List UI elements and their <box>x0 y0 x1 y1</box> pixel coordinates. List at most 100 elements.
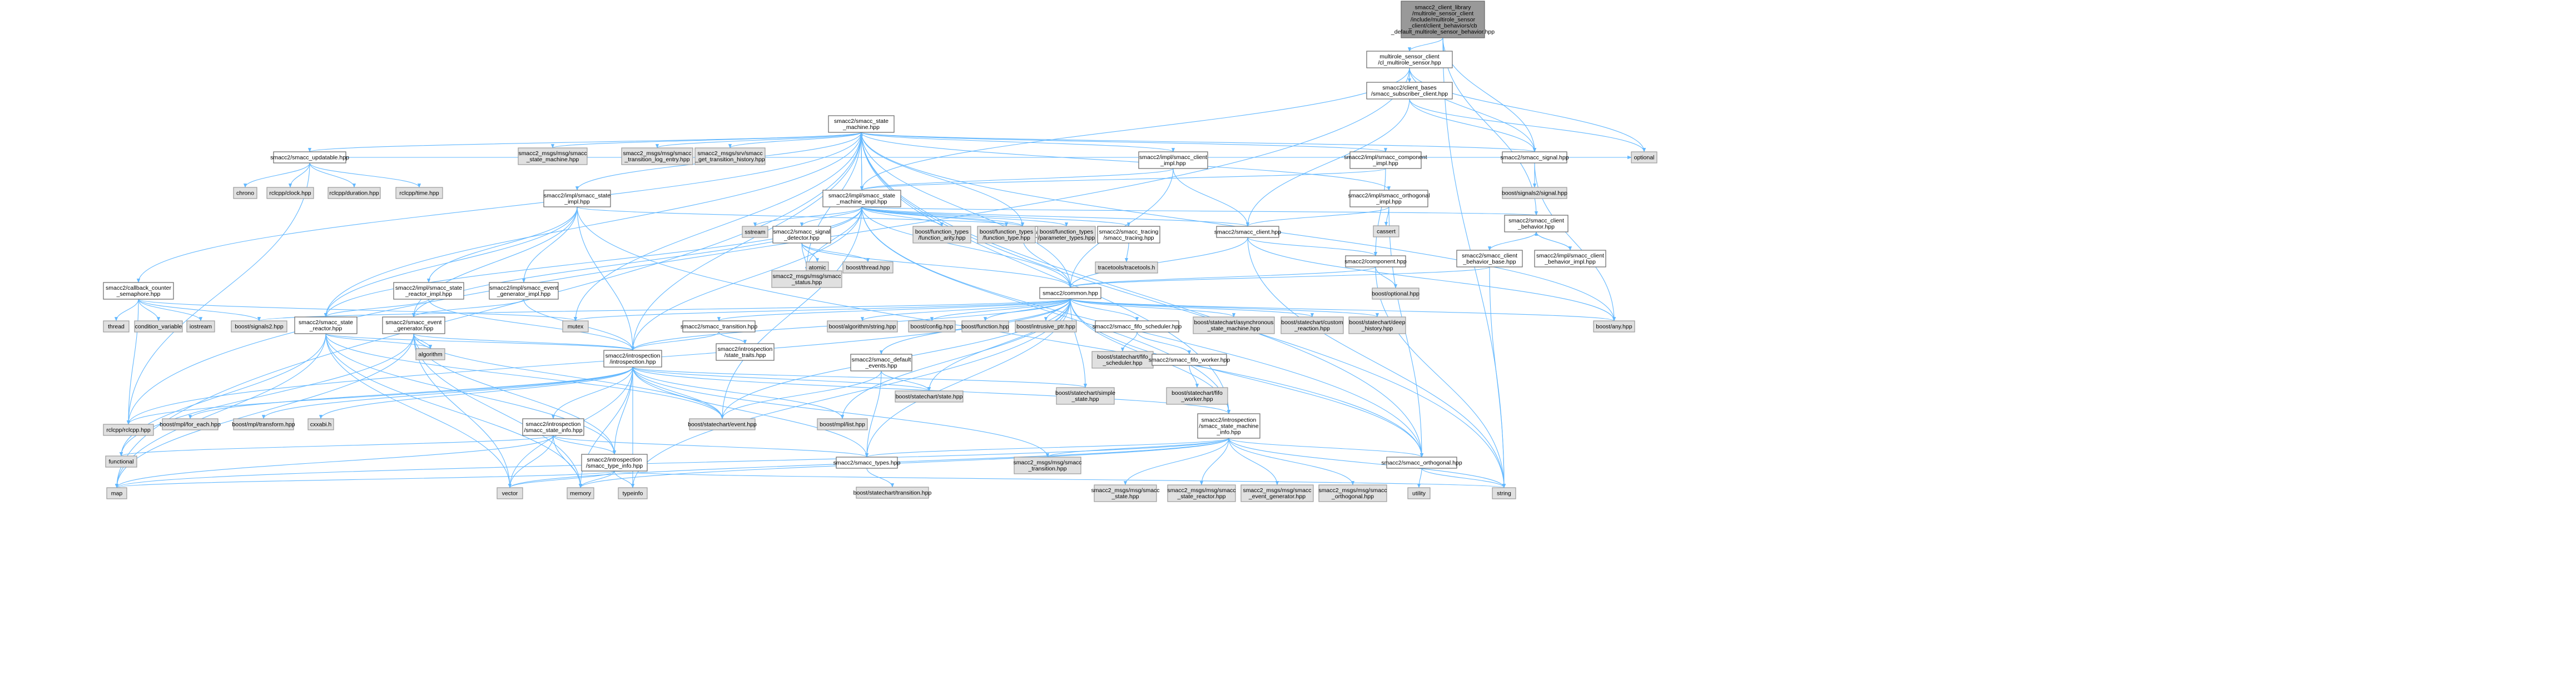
node-orthogonal[interactable]: smacc2/smacc_orthogonal.hpp <box>1381 457 1462 469</box>
node-smimpl[interactable]: smacc2/impl/smacc_state_machine_impl.hpp <box>822 190 901 207</box>
node-iostream[interactable]: iostream <box>186 320 215 333</box>
node-sc_state[interactable]: boost/statechart/state.hpp <box>895 390 964 403</box>
node-reactor_impl[interactable]: smacc2/impl/smacc_state_reactor_impl.hpp <box>393 282 464 300</box>
node-orth_impl[interactable]: smacc2/impl/smacc_orthogonal_impl.hpp <box>1348 190 1430 207</box>
node-msg_sm[interactable]: smacc2_msgs/msg/smacc_state_machine.hpp <box>518 147 588 165</box>
node-sc_simple[interactable]: boost/statechart/simple_state.hpp <box>1055 387 1115 405</box>
node-ft_param[interactable]: boost/function_types/parameter_types.hpp <box>1037 226 1096 244</box>
node-functional[interactable]: functional <box>105 455 137 468</box>
node-boost_sig2h[interactable]: boost/signals2.hpp <box>231 320 287 333</box>
node-box-msg_trans <box>1014 457 1081 474</box>
node-introspection[interactable]: smacc2/introspection/introspection.hpp <box>603 350 662 368</box>
node-sc_transition[interactable]: boost/statechart/transition.hpp <box>853 487 932 499</box>
node-optional[interactable]: optional <box>1631 151 1657 163</box>
node-label-root-2: /include/multirole_sensor <box>1411 17 1476 23</box>
node-boost_opt[interactable]: boost/optional.hpp <box>1372 288 1419 300</box>
node-msg_evgen[interactable]: smacc2_msgs/msg/smacc_event_generator.hp… <box>1240 484 1314 502</box>
node-cbb[interactable]: smacc2/smacc_client_behavior_base.hpp <box>1456 250 1523 267</box>
node-boost_sig2[interactable]: boost/signals2/signal.hpp <box>1502 187 1567 199</box>
node-client_impl[interactable]: smacc2/impl/smacc_client_impl.hpp <box>1138 151 1208 169</box>
node-updatable[interactable]: smacc2/smacc_updatable.hpp <box>270 151 349 163</box>
node-msg_reactor[interactable]: smacc2_msgs/msg/smacc_state_reactor.hpp <box>1167 484 1236 502</box>
node-evgen[interactable]: smacc2/smacc_event_generator.hpp <box>382 316 445 334</box>
node-sm[interactable]: smacc2/smacc_state_machine.hpp <box>828 115 895 133</box>
node-evgen_impl[interactable]: smacc2/impl/smacc_event_generator_impl.h… <box>489 282 559 300</box>
node-state_impl[interactable]: smacc2/impl/smacc_state_impl.hpp <box>543 190 611 207</box>
node-type_info[interactable]: smacc2/introspection/smacc_type_info.hpp <box>581 454 648 472</box>
node-sc_fifo_sched[interactable]: boost/statechart/fifo_scheduler.hpp <box>1091 351 1154 369</box>
node-rcldur[interactable]: rclcpp/duration.hpp <box>327 187 381 199</box>
node-algorithm[interactable]: algorithm <box>415 348 445 360</box>
node-sc_event[interactable]: boost/statechart/event.hpp <box>688 418 757 430</box>
node-ft_type[interactable]: boost/function_types/function_type.hpp <box>977 226 1036 244</box>
node-component[interactable]: smacc2/component.hpp <box>1344 255 1407 267</box>
node-map[interactable]: map <box>106 487 127 499</box>
node-sc_deep[interactable]: boost/statechart/deep_history.hpp <box>1348 316 1406 334</box>
node-sc_fifo_worker[interactable]: boost/statechart/fifo_worker.hpp <box>1166 387 1228 405</box>
node-msg_status[interactable]: smacc2_msgs/msg/smacc_status.hpp <box>771 270 842 288</box>
node-box-root <box>1401 1 1485 38</box>
node-mpl_transform[interactable]: boost/mpl/transform.hpp <box>232 418 295 430</box>
node-vector[interactable]: vector <box>497 487 523 499</box>
node-callback[interactable]: smacc2/callback_counter_semaphore.hpp <box>103 282 174 300</box>
node-msg_trans[interactable]: smacc2_msgs/msg/smacc_transition.hpp <box>1013 457 1082 474</box>
node-rcltime[interactable]: rclcpp/time.hpp <box>395 187 443 199</box>
node-detector[interactable]: smacc2/smacc_signal_detector.hpp <box>772 226 831 244</box>
node-b_intrusive[interactable]: boost/intrusive_ptr.hpp <box>1015 320 1077 333</box>
node-box-callback <box>103 282 174 300</box>
node-condvar[interactable]: condition_variable <box>134 320 183 333</box>
node-b_config[interactable]: boost/config.hpp <box>908 320 956 333</box>
node-typeinfo[interactable]: typeinfo <box>618 487 648 499</box>
node-client[interactable]: smacc2/smacc_client.hpp <box>1214 226 1281 238</box>
node-box-sc_fifo_worker <box>1166 387 1228 405</box>
node-boost_thread[interactable]: boost/thread.hpp <box>842 261 894 274</box>
node-default_events[interactable]: smacc2/smacc_default_events.hpp <box>850 354 912 371</box>
node-sc_custom[interactable]: boost/statechart/custom_reaction.hpp <box>1280 316 1344 334</box>
node-utility[interactable]: utility <box>1407 487 1431 499</box>
edge-sm-to-signal <box>861 132 1536 152</box>
node-sc_async[interactable]: boost/statechart/asynchronous_state_mach… <box>1193 316 1275 334</box>
node-reactor[interactable]: smacc2/smacc_state_reactor.hpp <box>294 316 358 334</box>
node-string[interactable]: string <box>1492 487 1516 499</box>
node-thread[interactable]: thread <box>103 320 130 333</box>
node-mpl_foreach[interactable]: boost/mpl/for_each.hpp <box>160 418 221 430</box>
edge-updatable-to-rcltime <box>309 162 421 188</box>
node-state_info[interactable]: smacc2/introspection/smacc_state_info.hp… <box>522 418 584 436</box>
node-mpl_list[interactable]: boost/mpl/list.hpp <box>817 418 868 430</box>
node-cxxabi[interactable]: cxxabi.h <box>307 418 334 430</box>
node-mrsc[interactable]: multirole_sensor_client/cl_multirole_sen… <box>1366 51 1453 68</box>
node-label-sm-1: _machine.hpp <box>842 124 880 131</box>
node-cb_hpp[interactable]: smacc2/smacc_client_behavior.hpp <box>1504 215 1569 232</box>
edge-smi-to-msg_trans <box>1046 438 1229 458</box>
node-sstream[interactable]: sstream <box>742 226 768 238</box>
node-ft_arity[interactable]: boost/function_types/function_arity.hpp <box>912 226 971 244</box>
node-rclclock[interactable]: rclcpp/clock.hpp <box>266 187 314 199</box>
node-fifo_worker[interactable]: smacc2/smacc_fifo_worker.hpp <box>1149 354 1230 366</box>
node-msg_orth[interactable]: smacc2_msgs/msg/smacc_orthogonal.hpp <box>1318 484 1387 502</box>
node-cbsub[interactable]: smacc2/client_bases/smacc_subscriber_cli… <box>1366 82 1453 100</box>
node-smi[interactable]: smacc2/introspection/smacc_state_machine… <box>1197 413 1260 439</box>
node-st_traits[interactable]: smacc2/introspection/state_traits.hpp <box>716 343 775 361</box>
node-root[interactable]: smacc2_client_library/multirole_sensor_c… <box>1391 1 1495 38</box>
node-chrono[interactable]: chrono <box>233 187 257 199</box>
node-b_any[interactable]: boost/any.hpp <box>1593 320 1635 333</box>
node-b_function[interactable]: boost/function.hpp <box>961 320 1009 333</box>
node-memory[interactable]: memory <box>567 487 594 499</box>
node-rclcpp[interactable]: rclcpp/rclcpp.hpp <box>103 424 154 436</box>
node-fifo_sched[interactable]: smacc2/smacc_fifo_scheduler.hpp <box>1093 320 1182 333</box>
node-types[interactable]: smacc2/smacc_types.hpp <box>833 457 901 469</box>
node-cbimpl[interactable]: smacc2/impl/smacc_client_behavior_impl.h… <box>1534 250 1606 267</box>
node-b_algostr[interactable]: boost/algorithm/string.hpp <box>827 320 898 333</box>
node-msg_state[interactable]: smacc2_msgs/msg/smacc_state.hpp <box>1091 484 1160 502</box>
node-msg_tle[interactable]: smacc2_msgs/msg/smacc_transition_log_ent… <box>621 147 693 165</box>
node-signal[interactable]: smacc2/smacc_signal.hpp <box>1500 151 1569 163</box>
node-mutex[interactable]: mutex <box>562 320 589 333</box>
node-tracetools[interactable]: tracetools/tracetools.h <box>1095 261 1158 274</box>
node-comp_impl[interactable]: smacc2/impl/smacc_component_impl.hpp <box>1344 151 1427 169</box>
node-cassert[interactable]: cassert <box>1373 225 1399 237</box>
node-transition[interactable]: smacc2/smacc_transition.hpp <box>681 320 757 333</box>
node-tracing[interactable]: smacc2/smacc_tracing/smacc_tracing.hpp <box>1097 226 1160 244</box>
node-srv_gth[interactable]: smacc2_msgs/srv/smacc_get_transition_his… <box>694 147 766 165</box>
node-atomic[interactable]: atomic <box>806 261 829 274</box>
node-common[interactable]: smacc2/common.hpp <box>1039 287 1101 299</box>
